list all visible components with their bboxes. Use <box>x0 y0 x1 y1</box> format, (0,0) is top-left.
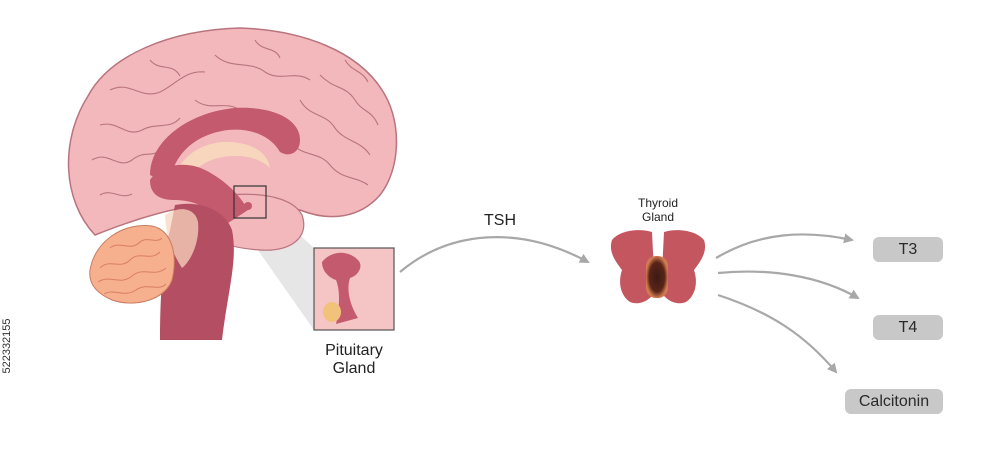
thalamus <box>150 164 248 225</box>
stock-id: 522332155 <box>1 318 13 374</box>
pituitary-label-line1: Pituitary <box>325 342 383 359</box>
corpus-callosum <box>150 107 300 185</box>
thyroid-label-line2: Gland <box>641 210 675 224</box>
brain-icon <box>67 27 398 340</box>
tsh-arrow <box>399 236 590 273</box>
thyroid-label: Thyroid Gland <box>616 196 700 224</box>
cerebellum <box>89 224 175 304</box>
t4-badge: T4 <box>873 315 943 340</box>
pituitary-zoom-icon <box>313 247 395 331</box>
pituitary-dot <box>244 202 252 210</box>
pituitary-locator-box <box>233 185 267 219</box>
pituitary-label: Pituitary Gland <box>304 342 404 378</box>
tsh-label: TSH <box>484 212 516 229</box>
pituitary-label-line2: Gland <box>332 360 376 377</box>
t3-badge: T3 <box>873 237 943 262</box>
pons <box>165 209 199 268</box>
thyroid-label-line1: Thyroid <box>637 196 678 210</box>
calcitonin-arrow <box>717 293 838 374</box>
fornix <box>175 141 270 185</box>
t3-arrow <box>715 233 854 259</box>
t4-arrow <box>717 270 860 300</box>
thyroid-icon <box>610 230 706 304</box>
calcitonin-badge: Calcitonin <box>845 389 943 414</box>
